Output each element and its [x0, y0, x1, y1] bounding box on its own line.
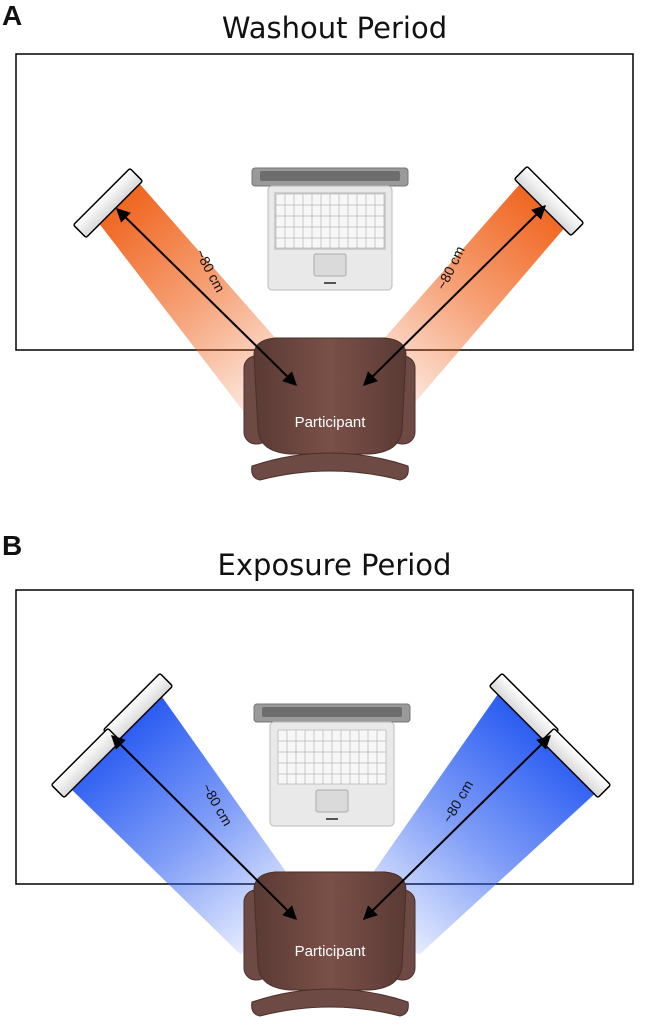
laptop-icon — [251, 167, 409, 291]
panel-washout: A Washout Period — [0, 0, 649, 514]
room-diagram: Participant ~80 cm ~80 cm — [15, 589, 634, 1017]
panel-title: Washout Period — [221, 11, 448, 45]
laptop-icon — [253, 703, 411, 827]
lamp-left — [73, 168, 143, 238]
panel-exposure: B Exposure Period — [0, 514, 649, 1029]
room-diagram: Participant ~80 cm ~80 cm — [15, 53, 634, 481]
distance-arrow-right — [363, 735, 551, 920]
lamp-right-lower — [541, 728, 611, 798]
distance-arrow-left — [116, 208, 297, 386]
participant-label: Participant — [295, 414, 367, 431]
panel-letter: A — [2, 0, 23, 31]
panel-title: Exposure Period — [217, 548, 452, 582]
distance-arrow-right — [363, 205, 546, 386]
panel-letter: B — [2, 530, 23, 561]
distance-arrow-left — [111, 735, 297, 920]
lamp-left-lower — [51, 728, 121, 798]
participant-label: Participant — [295, 943, 367, 960]
